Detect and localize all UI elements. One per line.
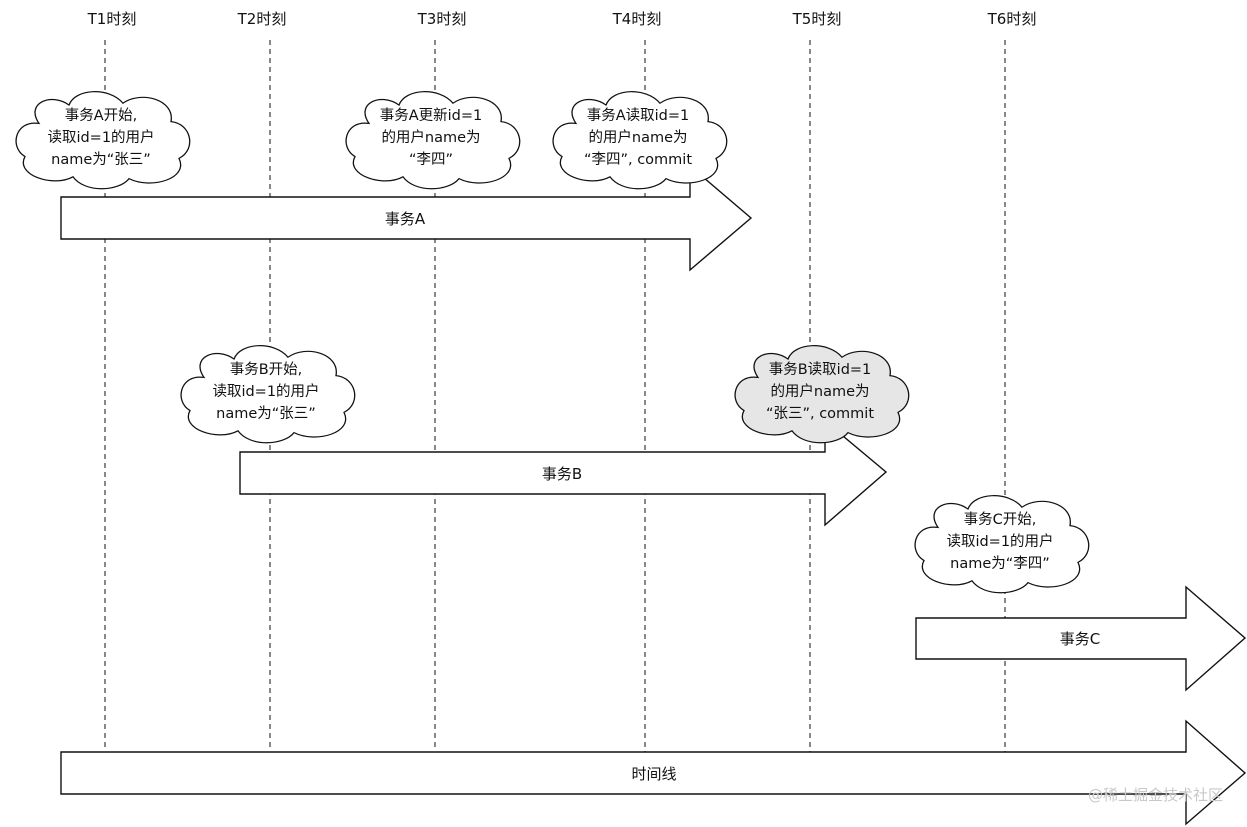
arrow-shape [60, 164, 753, 272]
cloud-line: name为“张三” [216, 405, 316, 422]
cloud-c-start: 事务C开始, 读取id=1的用户 name为“李四” [914, 495, 1090, 594]
cloud-line: 的用户name为 [381, 129, 480, 146]
time-label-t4: T4时刻 [612, 10, 662, 28]
cloud-line: 事务B读取id=1 [769, 361, 872, 378]
cloud-line: 事务A更新id=1 [380, 107, 483, 124]
cloud-line: “张三”, commit [766, 405, 874, 422]
time-label-t6: T6时刻 [987, 10, 1037, 28]
cloud-line: “李四” [409, 151, 453, 168]
cloud-b-read-commit: 事务B读取id=1 的用户name为 “张三”, commit [734, 345, 910, 444]
arrow-transaction-b: 事务B [239, 419, 888, 527]
cloud-a-update: 事务A更新id=1 的用户name为 “李四” [345, 91, 521, 190]
watermark: @稀土掘金技术社区 [1088, 786, 1223, 804]
cloud-line: name为“李四” [950, 555, 1050, 572]
cloud-line: 的用户name为 [770, 383, 869, 400]
arrow-transaction-a: 事务A [60, 164, 753, 272]
cloud-a-read-commit: 事务A读取id=1 的用户name为 “李四”, commit [552, 91, 728, 190]
arrow-label: 事务C [1060, 630, 1100, 648]
cloud-line: 读取id=1的用户 [212, 383, 319, 400]
arrow-shape [60, 719, 1247, 826]
cloud-line: name为“张三” [51, 151, 151, 168]
arrow-transaction-c: 事务C [915, 585, 1247, 692]
arrow-label: 时间线 [631, 765, 676, 783]
time-label-t5: T5时刻 [792, 10, 842, 28]
cloud-line: “李四”, commit [584, 151, 692, 168]
arrow-shape [239, 419, 888, 527]
arrow-timeline: 时间线 [60, 719, 1247, 826]
arrow-label: 事务A [385, 210, 426, 228]
cloud-line: 事务A读取id=1 [587, 107, 690, 124]
arrow-shape [915, 585, 1247, 692]
time-label-t3: T3时刻 [417, 10, 467, 28]
time-label-t2: T2时刻 [237, 10, 287, 28]
time-labels: T1时刻 T2时刻 T3时刻 T4时刻 T5时刻 T6时刻 [87, 10, 1037, 28]
cloud-line: 事务A开始, [65, 107, 138, 124]
cloud-line: 读取id=1的用户 [946, 533, 1053, 550]
cloud-a-start: 事务A开始, 读取id=1的用户 name为“张三” [15, 91, 191, 190]
arrow-label: 事务B [542, 465, 582, 483]
cloud-line: 事务C开始, [964, 511, 1037, 528]
cloud-b-start: 事务B开始, 读取id=1的用户 name为“张三” [180, 345, 356, 444]
cloud-line: 事务B开始, [230, 361, 303, 378]
time-label-t1: T1时刻 [87, 10, 137, 28]
cloud-line: 读取id=1的用户 [47, 129, 154, 146]
cloud-line: 的用户name为 [588, 129, 687, 146]
